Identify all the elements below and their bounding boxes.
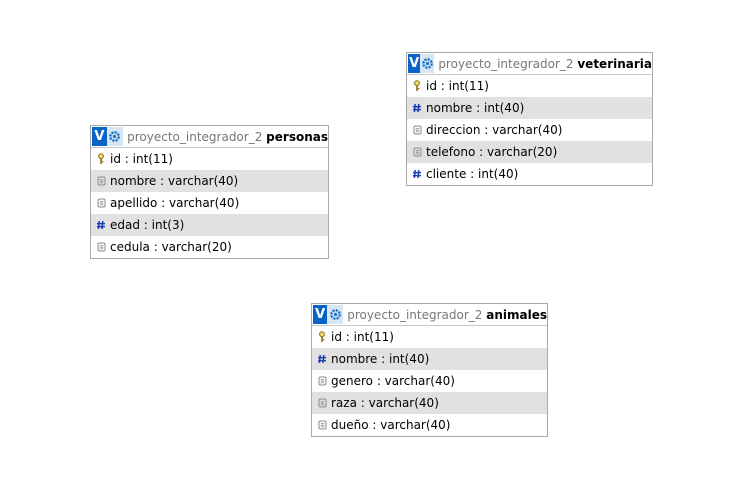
table-animales[interactable]: V proyecto_integrador_2 animales id : in… xyxy=(311,303,548,437)
column-name: cedula xyxy=(110,240,150,254)
column-type: int(11) xyxy=(448,79,489,93)
column-type: int(11) xyxy=(353,330,394,344)
column-type: varchar(20) xyxy=(161,240,232,254)
column-separator: : xyxy=(472,101,484,115)
column-separator: : xyxy=(157,196,169,210)
key-icon xyxy=(95,152,107,166)
column-row[interactable]: id : int(11) xyxy=(407,75,652,97)
column-separator: : xyxy=(356,396,369,410)
column-name: genero xyxy=(331,374,373,388)
number-icon xyxy=(95,218,107,232)
column-row[interactable]: cedula : varchar(20) xyxy=(91,236,328,258)
table-personas[interactable]: V proyecto_integrador_2 personas id : in… xyxy=(90,125,329,259)
column-row[interactable]: raza : varchar(40) xyxy=(312,392,547,414)
column-type: varchar(40) xyxy=(384,374,455,388)
database-name: proyecto_integrador_2 xyxy=(347,307,483,322)
column-row[interactable]: genero : varchar(40) xyxy=(312,370,547,392)
text-icon xyxy=(95,196,107,210)
key-icon xyxy=(316,330,328,344)
database-name: proyecto_integrador_2 xyxy=(438,56,574,71)
text-icon xyxy=(316,396,328,410)
column-name: id xyxy=(426,79,437,93)
column-name: raza xyxy=(331,396,357,410)
number-icon xyxy=(411,167,423,181)
text-icon xyxy=(411,123,423,137)
column-type: int(40) xyxy=(478,167,519,181)
column-name: id xyxy=(110,152,121,166)
gear-icon[interactable] xyxy=(106,127,124,146)
column-row[interactable]: apellido : varchar(40) xyxy=(91,192,328,214)
column-separator: : xyxy=(466,167,479,181)
text-icon xyxy=(411,145,423,159)
column-name: telefono xyxy=(426,145,476,159)
column-separator: : xyxy=(341,330,354,344)
column-type: varchar(40) xyxy=(169,196,240,210)
column-type: int(3) xyxy=(151,218,185,232)
column-row[interactable]: id : int(11) xyxy=(312,326,547,348)
toggle-v-button[interactable]: V xyxy=(408,54,421,73)
column-row[interactable]: direccion : varchar(40) xyxy=(407,119,652,141)
column-type: varchar(40) xyxy=(368,396,439,410)
column-separator: : xyxy=(368,418,381,432)
column-separator: : xyxy=(377,352,389,366)
column-name: nombre xyxy=(110,174,157,188)
table-title: proyecto_integrador_2 veterinaria xyxy=(438,57,652,71)
column-row[interactable]: telefono : varchar(20) xyxy=(407,141,652,163)
column-type: varchar(20) xyxy=(487,145,558,159)
column-row[interactable]: id : int(11) xyxy=(91,148,328,170)
table-header[interactable]: V proyecto_integrador_2 personas xyxy=(91,126,328,148)
column-name: edad xyxy=(110,218,140,232)
column-name: apellido xyxy=(110,196,158,210)
table-name: personas xyxy=(266,129,328,144)
column-row[interactable]: edad : int(3) xyxy=(91,214,328,236)
database-name: proyecto_integrador_2 xyxy=(127,129,263,144)
column-row[interactable]: cliente : int(40) xyxy=(407,163,652,185)
column-type: int(40) xyxy=(388,352,430,366)
column-separator: : xyxy=(436,79,449,93)
column-separator: : xyxy=(120,152,133,166)
column-name: nombre xyxy=(331,352,378,366)
toggle-v-button[interactable]: V xyxy=(313,305,328,324)
column-row[interactable]: nombre : int(40) xyxy=(312,348,547,370)
column-separator: : xyxy=(475,145,487,159)
text-icon xyxy=(95,240,107,254)
table-veterinaria[interactable]: V proyecto_integrador_2 veterinaria id :… xyxy=(406,52,653,186)
column-type: varchar(40) xyxy=(380,418,451,432)
column-name: dueño xyxy=(331,418,369,432)
table-name: veterinaria xyxy=(577,56,652,71)
column-name: id xyxy=(331,330,342,344)
column-type: varchar(40) xyxy=(492,123,563,137)
column-row[interactable]: nombre : varchar(40) xyxy=(91,170,328,192)
table-header[interactable]: V proyecto_integrador_2 animales xyxy=(312,304,547,326)
key-icon xyxy=(411,79,423,93)
table-title: proyecto_integrador_2 personas xyxy=(127,130,328,144)
column-separator: : xyxy=(480,123,493,137)
column-separator: : xyxy=(139,218,152,232)
column-row[interactable]: nombre : int(40) xyxy=(407,97,652,119)
table-header[interactable]: V proyecto_integrador_2 veterinaria xyxy=(407,53,652,75)
gear-icon[interactable] xyxy=(327,305,344,324)
text-icon xyxy=(316,374,328,388)
column-separator: : xyxy=(149,240,162,254)
gear-icon[interactable] xyxy=(420,54,435,73)
number-icon xyxy=(411,101,423,115)
column-separator: : xyxy=(373,374,385,388)
table-title: proyecto_integrador_2 animales xyxy=(347,308,547,322)
text-icon xyxy=(316,418,328,432)
column-name: nombre xyxy=(426,101,473,115)
column-name: direccion xyxy=(426,123,481,137)
column-row[interactable]: dueño : varchar(40) xyxy=(312,414,547,436)
column-type: int(40) xyxy=(483,101,525,115)
column-name: cliente xyxy=(426,167,467,181)
column-type: varchar(40) xyxy=(167,174,239,188)
column-type: int(11) xyxy=(132,152,173,166)
toggle-v-button[interactable]: V xyxy=(92,127,107,146)
text-icon xyxy=(95,174,107,188)
number-icon xyxy=(316,352,328,366)
column-separator: : xyxy=(156,174,168,188)
table-name: animales xyxy=(486,307,547,322)
